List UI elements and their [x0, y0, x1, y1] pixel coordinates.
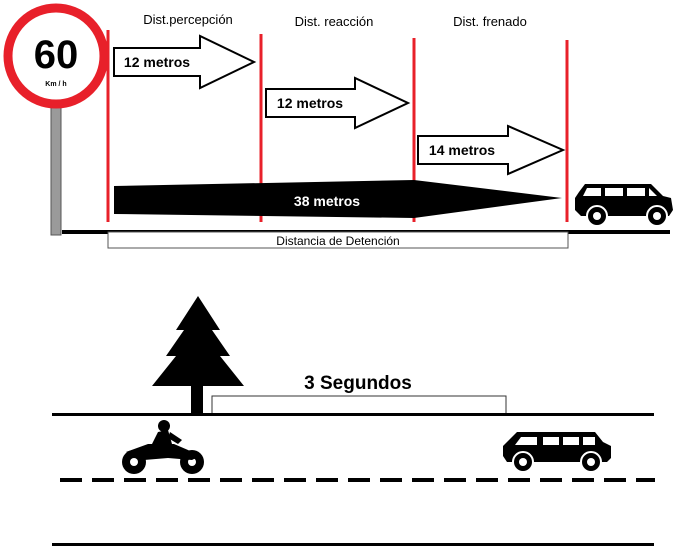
total-arrow-label: 38 metros: [294, 193, 360, 209]
total-arrow: 38 metros: [114, 180, 562, 218]
header-reaction: Dist. reacción: [295, 14, 374, 29]
braking-arrow: 14 metros: [417, 124, 566, 176]
time-gap-label: 3 Segundos: [304, 373, 412, 394]
road-edge-top: [52, 413, 654, 416]
time-gap-bracket: 3 Segundos: [211, 373, 507, 415]
header-perception: Dist.percepción: [143, 12, 233, 27]
tree-icon: [152, 296, 244, 414]
car-icon-bottom: [503, 432, 611, 473]
reaction-arrow-label: 12 metros: [277, 95, 343, 111]
speed-sign-icon: 60 Km / h: [3, 3, 109, 236]
motorcycle-icon: [122, 420, 204, 474]
stopping-distance-label: Distancia de Detención: [276, 234, 399, 248]
perception-arrow-label: 12 metros: [124, 54, 190, 70]
road-edge-bottom: [52, 543, 654, 546]
braking-arrow-label: 14 metros: [429, 142, 495, 158]
sign-unit: Km / h: [45, 81, 66, 88]
car-icon: [575, 184, 673, 227]
header-braking: Dist. frenado: [453, 14, 527, 29]
perception-arrow: 12 metros: [113, 34, 257, 90]
reaction-arrow: 12 metros: [265, 76, 411, 130]
sign-speed: 60: [34, 33, 79, 77]
stopping-distance-bracket: Distancia de Detención: [107, 231, 569, 249]
